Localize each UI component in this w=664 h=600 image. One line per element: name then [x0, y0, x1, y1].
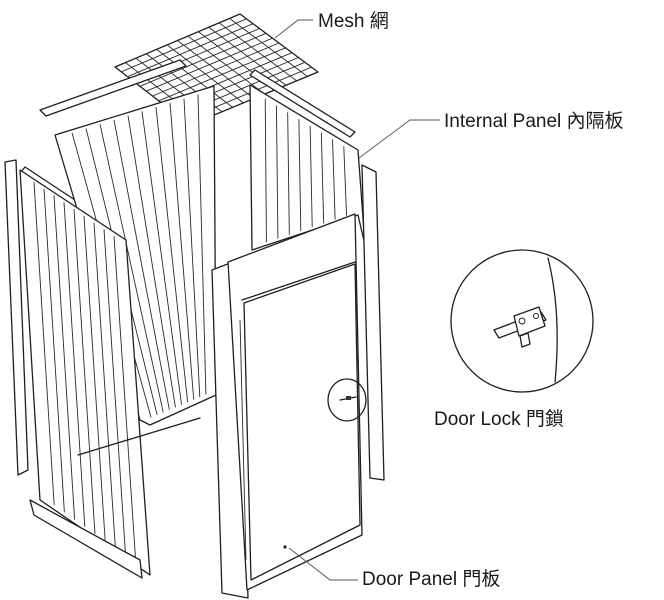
door-lock-marker: [327, 378, 367, 422]
door-lock-detail: [450, 249, 594, 393]
label-door-lock: Door Lock 門鎖: [434, 408, 564, 430]
mesh-part: [114, 13, 319, 126]
label-mesh: Mesh 網: [318, 10, 389, 32]
door-frame: [211, 213, 363, 599]
internal-panel-part: [249, 84, 385, 481]
label-door-panel: Door Panel 門板: [362, 568, 500, 590]
label-internal-panel: Internal Panel 內隔板: [444, 110, 624, 132]
leader-lines: [274, 19, 440, 581]
back-panel: [54, 85, 217, 426]
left-side-panel: [4, 159, 201, 579]
